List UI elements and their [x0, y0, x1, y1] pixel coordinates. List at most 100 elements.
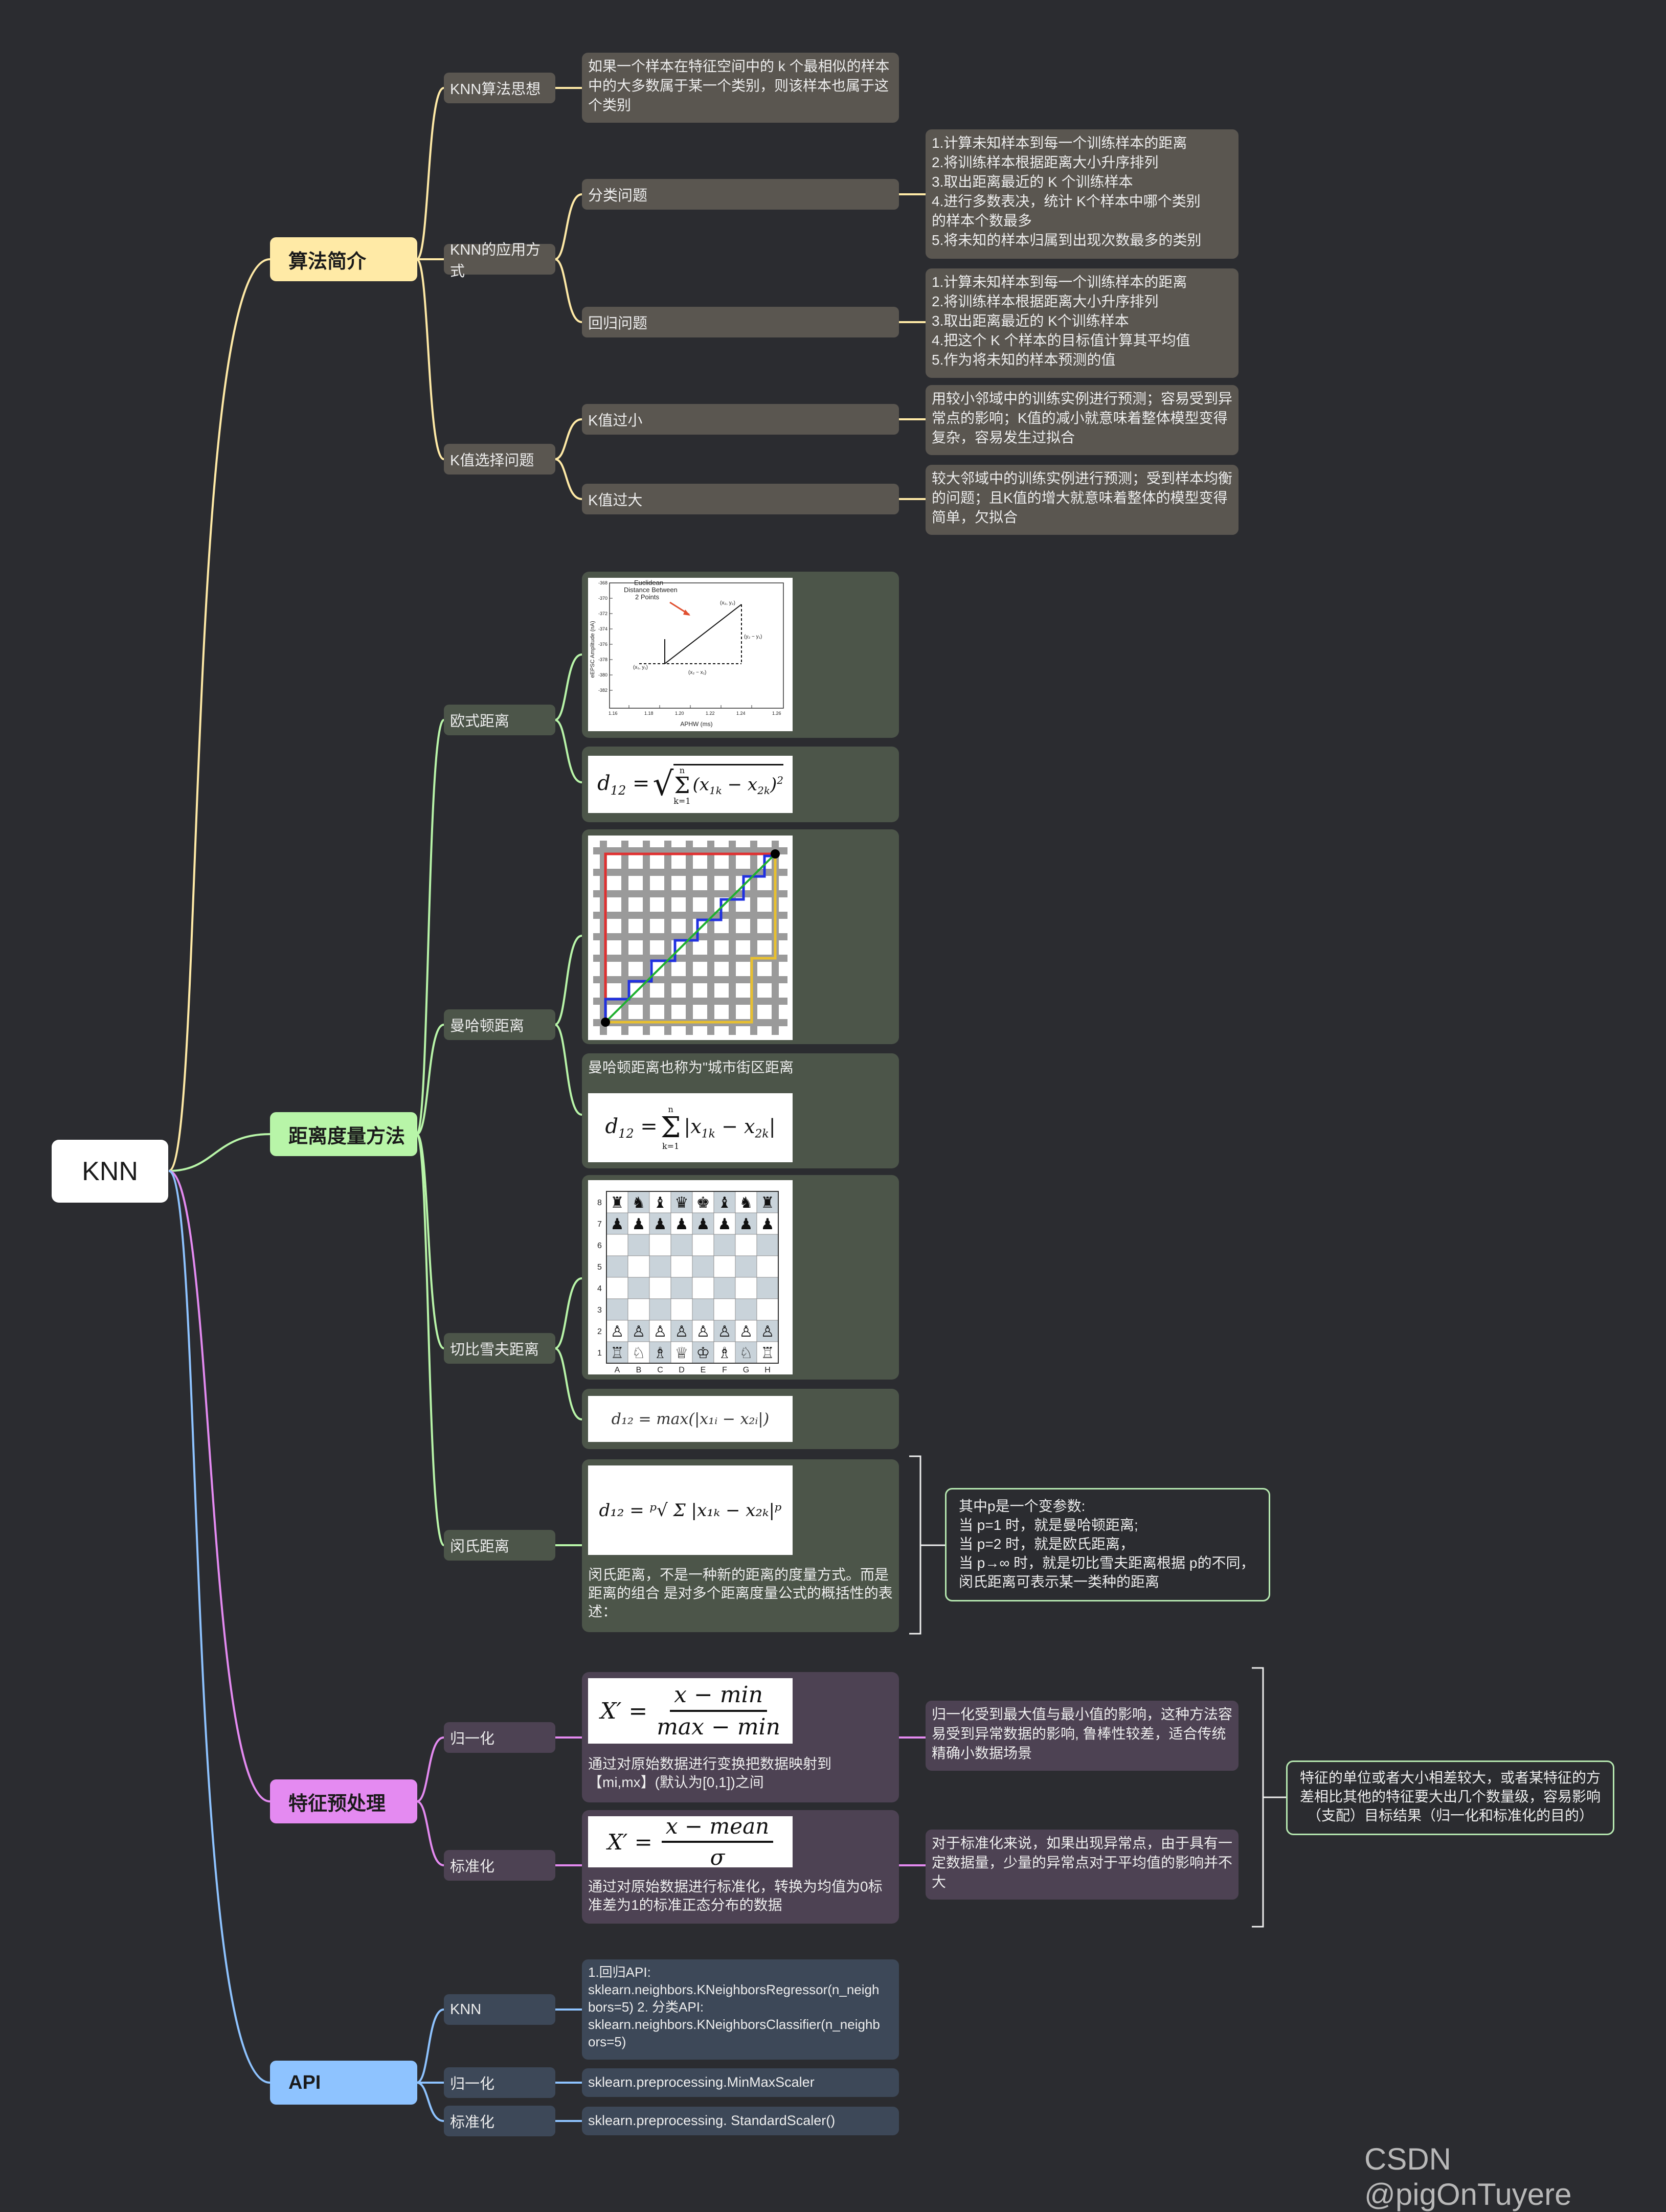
euclidean-formula: d12 = √ n Σ k=1 (x1k − x2k)2 [588, 756, 793, 813]
normalize-panel: X′ = x − min max − min 通过对原始数据进行变换把数据映射到… [582, 1672, 899, 1802]
chess-piece: ♙ [654, 1323, 667, 1341]
api-normalize-node[interactable]: 归一化 [444, 2067, 555, 2098]
preprocess-summary: 特征的单位或者大小相差较大，或者某特征的方 差相比其他的特征要大出几个数量级，容… [1286, 1760, 1614, 1835]
chess-piece: ♗ [718, 1344, 732, 1362]
chess-piece: ♙ [739, 1323, 753, 1341]
chess-rank-label: 6 [597, 1242, 602, 1250]
euclidean-chart-xlabel: APHW (ms) [680, 720, 712, 728]
normalize-formula: X′ = x − min max − min [588, 1678, 793, 1744]
classification-node[interactable]: 分类问题 [582, 179, 899, 210]
intro-idea-node[interactable]: KNN算法思想 [444, 73, 555, 103]
standardize-formula-den: σ [710, 1845, 725, 1870]
section-preprocess[interactable]: 特征预处理 [270, 1779, 417, 1823]
intro-application-node[interactable]: KNN的应用方式 [444, 242, 555, 280]
chess-piece: ♙ [696, 1323, 710, 1341]
standardize-text: 通过对原始数据进行标准化，转换为均值为0标 准差为1的标准正态分布的数据 [588, 1879, 883, 1913]
svg-text:-376: -376 [598, 642, 607, 647]
chess-rank-label: 7 [597, 1220, 602, 1229]
chess-piece: ♟ [718, 1215, 732, 1233]
standardize-formula-lhs: X′ = [607, 1829, 652, 1855]
chess-file-label: B [636, 1366, 642, 1374]
chess-piece: ♖ [761, 1344, 775, 1362]
regression-node[interactable]: 回归问题 [582, 307, 899, 337]
chebyshev-formula: d₁₂ = max(|x₁ᵢ − x₂ᵢ|) [588, 1396, 793, 1442]
chess-rank-label: 1 [597, 1349, 602, 1358]
svg-text:-374: -374 [598, 626, 607, 631]
chess-file-label: G [743, 1366, 749, 1374]
standardize-formula: X′ = x − mean σ [588, 1814, 793, 1870]
svg-text:(x₂, y₂): (x₂, y₂) [720, 600, 735, 606]
minkowski-text: 闵氏距离，不是一种新的距离的度量方式。而是 距离的组合 是对多个距离度量公式的概… [588, 1567, 893, 1619]
minkowski-node[interactable]: 闵氏距离 [444, 1530, 555, 1561]
manhattan-grid-panel [582, 829, 899, 1044]
chess-piece: ♕ [675, 1344, 689, 1362]
chess-piece: ♜ [611, 1194, 624, 1212]
api-standardize-text: sklearn.preprocessing. StandardScaler() [582, 2107, 899, 2135]
svg-text:(x₁, y₁): (x₁, y₁) [633, 665, 648, 670]
chebyshev-node[interactable]: 切比雪夫距离 [444, 1333, 555, 1364]
svg-text:1.18: 1.18 [644, 711, 654, 716]
svg-text:-380: -380 [598, 672, 607, 678]
chess-piece: ♟ [632, 1215, 646, 1233]
svg-text:1.24: 1.24 [736, 711, 746, 716]
normalize-formula-lhs: X′ = [600, 1698, 648, 1724]
classification-steps: 1.计算未知样本到每一个训练样本的距离 2.将训练样本根据距离大小升序排列 3.… [926, 129, 1239, 259]
manhattan-formula: d12 = n Σ k=1 |x1k − x2k| [588, 1093, 793, 1162]
section-api[interactable]: API [270, 2061, 417, 2105]
normalize-note: 归一化受到最大值与最小值的影响，这种方法容 易受到异常数据的影响, 鲁棒性较差，… [926, 1701, 1239, 1771]
minkowski-formula: d₁₂ = ᵖ√ Σ |x₁ₖ − x₂ₖ|ᵖ [588, 1465, 793, 1555]
chess-piece: ♔ [696, 1344, 710, 1362]
regression-steps: 1.计算未知样本到每一个训练样本的距离 2.将训练样本根据距离大小升序排列 3.… [926, 268, 1239, 378]
chess-piece: ♗ [654, 1344, 667, 1362]
standardize-panel: X′ = x − mean σ 通过对原始数据进行标准化，转换为均值为0标 准差… [582, 1810, 899, 1924]
svg-text:1.20: 1.20 [675, 711, 684, 716]
chess-file-label: D [679, 1366, 685, 1374]
standardize-note: 对于标准化来说，如果出现异常点，由于具有一 定数据量，少量的异常点对于平均值的影… [926, 1830, 1239, 1900]
minkowski-panel: d₁₂ = ᵖ√ Σ |x₁ₖ − x₂ₖ|ᵖ 闵氏距离，不是一种新的距离的度量… [582, 1459, 899, 1632]
api-normalize-text: sklearn.preprocessing.MinMaxScaler [582, 2068, 899, 2097]
manhattan-sum-top: n [668, 1104, 673, 1114]
chess-piece: ♙ [761, 1323, 775, 1341]
api-standardize-node[interactable]: 标准化 [444, 2106, 555, 2136]
watermark: CSDN @pigOnTuyere [1364, 2142, 1572, 2211]
svg-text:1.22: 1.22 [706, 711, 715, 716]
standardize-node[interactable]: 标准化 [444, 1850, 555, 1881]
section-intro[interactable]: 算法简介 [270, 237, 417, 281]
api-knn-node[interactable]: KNN [444, 1994, 555, 2025]
k-small-text: 用较小邻域中的训练实例进行预测；容易受到异 常点的影响；K值的减小就意味着整体模… [926, 385, 1239, 455]
svg-text:-378: -378 [598, 657, 607, 662]
section-distance[interactable]: 距离度量方法 [270, 1112, 417, 1156]
api-knn-text: 1.回归API: sklearn.neighbors.KNeighborsReg… [582, 1959, 899, 2060]
svg-text:1.16: 1.16 [609, 711, 618, 716]
euclidean-node[interactable]: 欧式距离 [444, 705, 555, 735]
chess-piece: ♟ [611, 1215, 624, 1233]
chess-piece: ♙ [675, 1323, 689, 1341]
chess-piece: ♙ [718, 1323, 732, 1341]
euclidean-sum-bottom: k=1 [673, 796, 691, 806]
k-small-node[interactable]: K值过小 [582, 404, 899, 435]
normalize-formula-den: max − min [657, 1714, 780, 1740]
svg-text:(y₂ − y₁): (y₂ − y₁) [744, 634, 762, 640]
normalize-node[interactable]: 归一化 [444, 1722, 555, 1753]
chess-piece: ♘ [739, 1344, 753, 1362]
euclidean-formula-panel: d12 = √ n Σ k=1 (x1k − x2k)2 [582, 747, 899, 822]
chess-piece: ♟ [696, 1215, 710, 1233]
svg-text:-370: -370 [598, 596, 607, 601]
chess-piece: ♙ [632, 1323, 646, 1341]
chess-rank-label: 8 [597, 1199, 602, 1207]
root-node[interactable]: KNN [52, 1140, 168, 1203]
chess-rank-label: 2 [597, 1327, 602, 1336]
euclidean-chart-ylabel: eEPSC Amplitude (nA) [590, 621, 596, 678]
normalize-formula-num: x − min [670, 1682, 767, 1712]
manhattan-node[interactable]: 曼哈顿距离 [444, 1009, 555, 1040]
k-large-node[interactable]: K值过大 [582, 484, 899, 514]
chess-piece: ♖ [611, 1344, 624, 1362]
intro-idea-text: 如果一个样本在特征空间中的 k 个最相似的样本 中的大多数属于某一个类别，则该样… [582, 53, 899, 123]
k-large-text: 较大邻域中的训练实例进行预测；受到样本均衡 的问题；且K值的增大就意味着整体的模… [926, 465, 1239, 535]
euclidean-sum-top: n [679, 765, 685, 775]
k-choice-node[interactable]: K值选择问题 [444, 444, 555, 475]
chess-piece: ♝ [718, 1194, 732, 1212]
